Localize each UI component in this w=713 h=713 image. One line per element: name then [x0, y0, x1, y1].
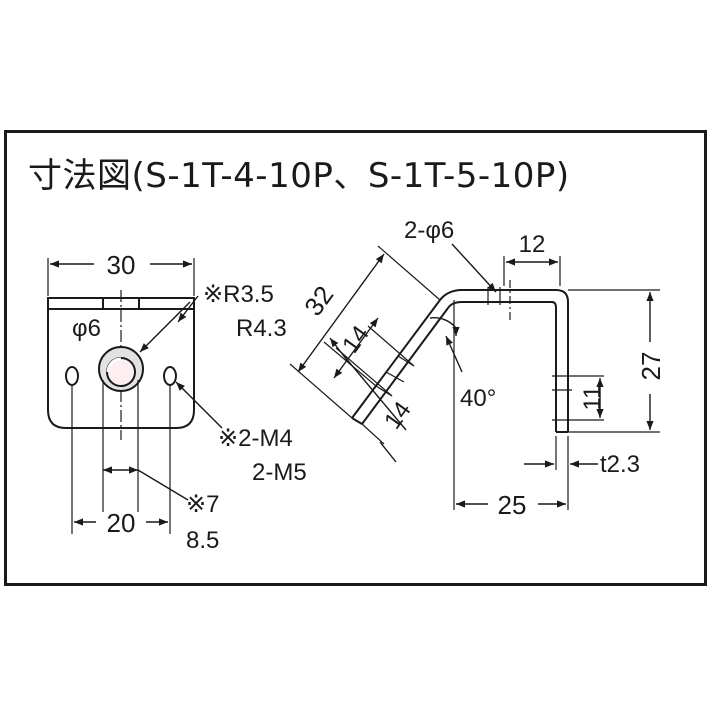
slot-right — [163, 366, 177, 386]
slot-left — [65, 366, 79, 386]
pitch-inner-1: ※7 — [186, 491, 219, 518]
drawing-title: 寸法図(S-1T-4-10P、S-1T-5-10P) — [28, 156, 570, 196]
bracket-inner — [361, 301, 557, 432]
dim-32-line — [297, 253, 385, 373]
holes-label: 2-φ6 — [404, 217, 454, 244]
hole-leader — [139, 301, 191, 353]
dim-width-label: 30 — [107, 250, 136, 280]
bracket-outer — [351, 289, 569, 432]
thickness-label: t2.3 — [600, 451, 640, 478]
thread-note-2: 2-M5 — [252, 459, 307, 486]
angle-leader — [445, 335, 463, 373]
slot-lower-label: 14 — [379, 397, 417, 434]
side-view — [289, 243, 660, 510]
thread-leader — [175, 381, 223, 429]
dim-14-lower-line — [343, 355, 407, 431]
holes-leader — [451, 243, 497, 293]
angle-arc — [429, 316, 457, 329]
radius-note-2: R4.3 — [236, 315, 287, 342]
radius-leader — [177, 295, 199, 323]
depth-label: 25 — [498, 490, 527, 520]
slant-length-label: 32 — [298, 280, 339, 321]
height-label: 27 — [636, 352, 666, 381]
radius-note-1: ※R3.5 — [203, 281, 274, 308]
slot-height-label: 11 — [579, 386, 606, 411]
angle-label: 40° — [460, 385, 496, 412]
pitch-outer-label: 20 — [107, 508, 136, 538]
dim-14-upper-line — [333, 317, 379, 379]
front-view — [47, 258, 223, 534]
dim-7-leader — [137, 469, 189, 501]
pitch-inner-2: 8.5 — [186, 527, 219, 554]
thread-note-1: ※2-M4 — [218, 425, 293, 452]
top-offset-label: 12 — [519, 231, 546, 258]
hole-dia-label: φ6 — [72, 315, 101, 342]
